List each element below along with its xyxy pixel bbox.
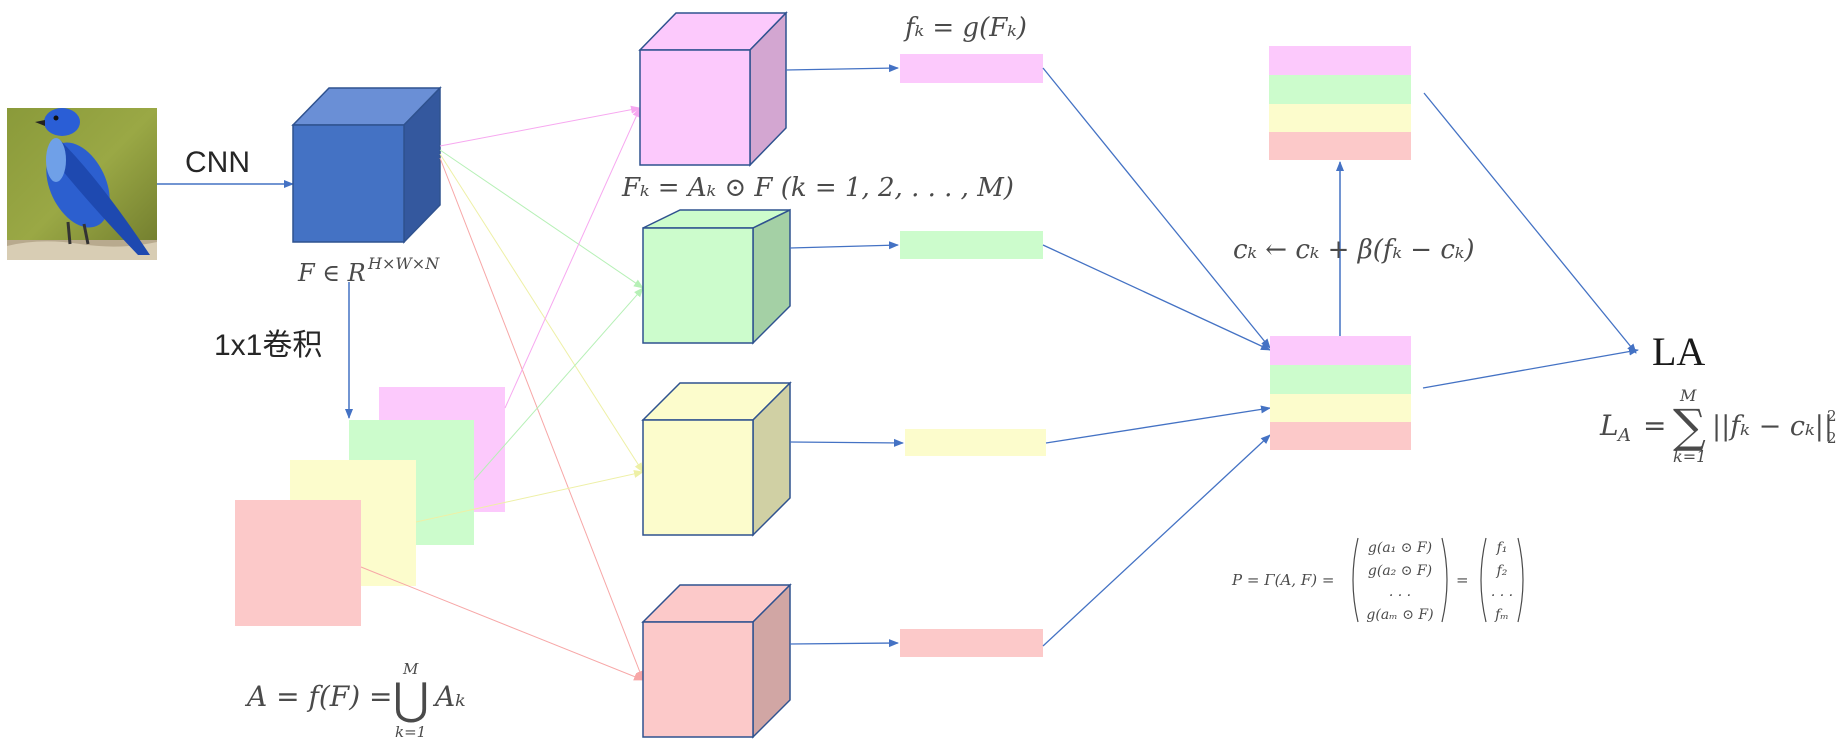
conv-label: 1x1卷积 (214, 329, 322, 362)
bars-to-center-arrows (1042, 67, 1271, 647)
loss-title: LA (1652, 329, 1705, 374)
loss-eq-sum: ∑ (1673, 399, 1706, 453)
feature-f-superscript: H×W×N (367, 254, 440, 273)
part-cube-yellow (641, 381, 792, 537)
feature-center-stack (1269, 46, 1411, 160)
fk-label-bg (622, 168, 1002, 208)
attention-map-red (235, 500, 361, 626)
p-eq-mid: = (1456, 571, 1469, 589)
features-to-loss-arrow (1422, 347, 1639, 389)
ck-update-label: cₖ ← cₖ + β(fₖ − cₖ) (1233, 235, 1475, 265)
part-equation: P = Γ(A, F) = g(a₁ ⊙ F) g(a₂ ⊙ F) . . . … (1231, 537, 1524, 623)
fk-g-label: fₖ = g(Fₖ) (903, 13, 1027, 43)
center-feature-stack (1270, 336, 1411, 450)
p-eq-left: P = Γ(A, F) = (1231, 571, 1334, 589)
loss-eq-body: ||fₖ − cₖ|| (1712, 411, 1833, 442)
p-eq-paren-close-1 (1441, 537, 1448, 623)
loss-eq-equals: = (1643, 409, 1666, 442)
loss-eq-sum-top: M (1679, 386, 1697, 405)
p-col2-row2: f₂ (1496, 563, 1508, 579)
p-col2-row3: . . . (1491, 584, 1513, 600)
attention-maps (235, 387, 505, 626)
a-eq-top: M (402, 660, 419, 678)
a-eq-left: A = f(F) = (244, 680, 392, 713)
loss-eq-sub: 2 (1827, 429, 1837, 447)
p-col1-row3: . . . (1389, 584, 1411, 600)
part-cube-pink (638, 11, 788, 167)
loss-equation: L A = ∑ M k=1 ||fₖ − cₖ|| 2 2 (1599, 386, 1837, 466)
a-eq-right: Aₖ (432, 680, 465, 713)
cnn-label: CNN (185, 146, 250, 179)
loss-eq-sup: 2 (1827, 407, 1837, 425)
bird-image (7, 108, 157, 260)
feature-bar-green (900, 231, 1043, 259)
p-eq-paren-open-2 (1480, 537, 1487, 623)
fk-assign-label: Fₖ = Aₖ ⊙ F (k = 1, 2, . . . , M) (621, 173, 1014, 203)
part-cube-green (642, 208, 791, 345)
p-col1-row2: g(a₂ ⊙ F) (1368, 563, 1432, 579)
p-col2-row1: f₁ (1496, 540, 1508, 556)
a-eq-union: ⋃ (393, 674, 429, 725)
loss-eq-left: L (1599, 409, 1619, 442)
feature-bar-yellow (905, 429, 1046, 456)
feature-bar-red (900, 629, 1043, 657)
feature-f-label: F ∈ R (297, 259, 366, 287)
loss-eq-left-sub: A (1616, 425, 1631, 446)
centers-to-loss-arrow (1423, 92, 1637, 354)
loss-eq-sum-bottom: k=1 (1673, 447, 1706, 466)
feature-to-parts-arrows (439, 105, 644, 681)
maps-to-parts-arrows (360, 107, 644, 681)
cube-to-bar-arrows (785, 64, 904, 648)
p-col1-row4: g(aₘ ⊙ F) (1366, 607, 1433, 623)
feature-bar-pink (900, 54, 1043, 83)
p-eq-paren-open-1 (1352, 537, 1359, 623)
feature-cube (291, 86, 442, 244)
attention-equation: A = f(F) = ⋃ M k=1 Aₖ (244, 660, 465, 741)
p-eq-paren-close-2 (1517, 537, 1524, 623)
part-cube-red (641, 583, 792, 739)
a-eq-bottom: k=1 (395, 723, 426, 741)
p-col1-row1: g(a₁ ⊙ F) (1368, 540, 1432, 556)
p-col2-row4: fₘ (1494, 607, 1509, 623)
